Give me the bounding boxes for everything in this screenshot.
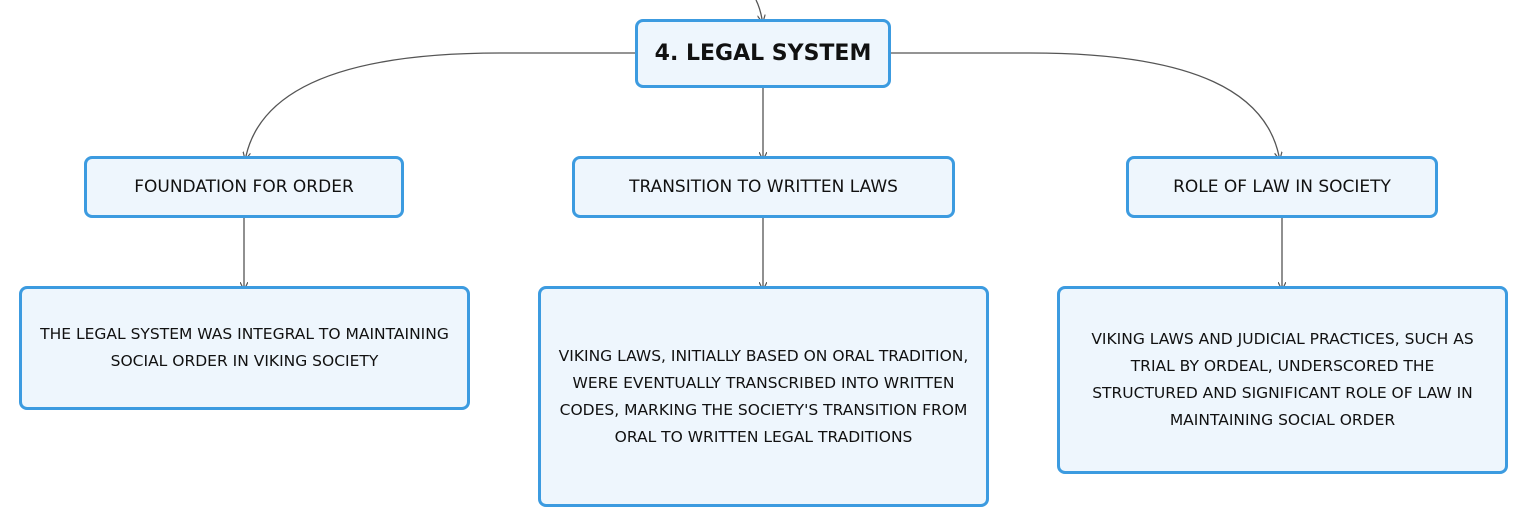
connector-root-branch-1 <box>246 52 635 156</box>
branch-node-foundation-for-order[interactable]: FOUNDATION FOR ORDER <box>84 156 404 218</box>
root-node[interactable]: 4. LEGAL SYSTEM <box>635 19 891 88</box>
branch-node-label: ROLE OF LAW IN SOCIETY <box>1173 177 1391 197</box>
parent-connector <box>755 0 762 19</box>
root-node-label: 4. LEGAL SYSTEM <box>654 41 872 66</box>
detail-node-text: VIKING LAWS AND JUDICIAL PRACTICES, SUCH… <box>1091 330 1474 429</box>
detail-node-text: VIKING LAWS, INITIALLY BASED ON ORAL TRA… <box>558 346 969 446</box>
detail-node-foundation-for-order[interactable]: THE LEGAL SYSTEM WAS INTEGRAL TO MAINTAI… <box>19 286 470 410</box>
detail-node-transition-to-written-laws[interactable]: VIKING LAWS, INITIALLY BASED ON ORAL TRA… <box>538 286 989 507</box>
branch-node-label: TRANSITION TO WRITTEN LAWS <box>629 177 898 197</box>
detail-node-role-of-law-in-society[interactable]: VIKING LAWS AND JUDICIAL PRACTICES, SUCH… <box>1057 286 1508 474</box>
branch-node-transition-to-written-laws[interactable]: TRANSITION TO WRITTEN LAWS <box>572 156 955 218</box>
detail-node-text: THE LEGAL SYSTEM WAS INTEGRAL TO MAINTAI… <box>40 325 449 370</box>
connector-root-branch-3 <box>891 52 1279 156</box>
branch-node-label: FOUNDATION FOR ORDER <box>134 177 354 197</box>
branch-node-role-of-law-in-society[interactable]: ROLE OF LAW IN SOCIETY <box>1126 156 1438 218</box>
